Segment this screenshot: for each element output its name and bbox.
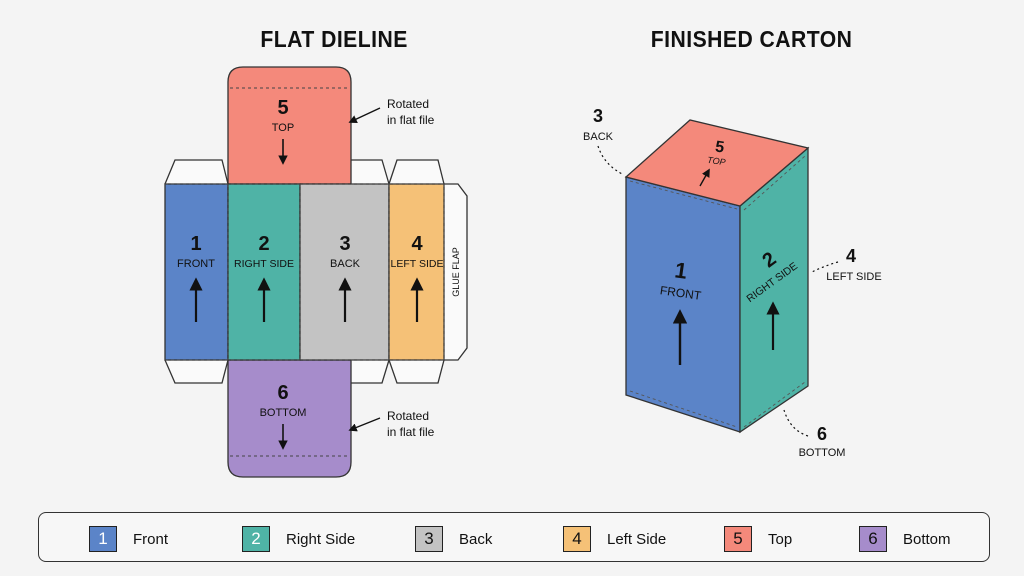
dust-flap-top-5 — [388, 159, 445, 185]
legend-swatch-1: 1 — [89, 526, 117, 552]
panel-front-label: FRONT — [177, 258, 215, 270]
callout-left-side-leader — [811, 261, 839, 273]
dust-flap-bottom-5 — [388, 359, 445, 384]
callout-back-number: 3 — [593, 106, 603, 126]
panel-front-number: 1 — [190, 233, 201, 255]
legend-item-top: 5 Top — [724, 525, 792, 553]
legend-item-right-side: 2 Right Side — [242, 525, 355, 553]
carton-top-arrow — [699, 168, 710, 187]
legend-label-back: Back — [459, 530, 493, 548]
legend: 1 Front 2 Right Side 3 Back 4 Left Side … — [38, 512, 990, 562]
glue-flap — [444, 183, 468, 361]
callout-back-leader — [597, 145, 625, 176]
panel-back-number: 3 — [339, 233, 350, 255]
callout-left-side-number: 4 — [846, 246, 856, 266]
callout-back-label: BACK — [583, 131, 614, 143]
finished-carton — [624, 119, 810, 434]
legend-swatch-5: 5 — [724, 526, 752, 552]
panel-left-side — [388, 183, 445, 361]
callout-bottom-leader — [783, 409, 809, 437]
carton-top-number: 5 — [714, 139, 725, 157]
legend-item-bottom: 6 Bottom — [859, 525, 951, 553]
carton-front-face — [625, 176, 741, 433]
legend-swatch-6: 6 — [859, 526, 887, 552]
callout-left-side-label: LEFT SIDE — [826, 271, 881, 283]
panel-right-side — [227, 183, 301, 361]
legend-item-back: 3 Back — [415, 525, 492, 553]
callout-bottom-number: 6 — [817, 424, 827, 444]
carton-top-face — [624, 119, 810, 207]
legend-item-front: 1 Front — [89, 525, 168, 553]
carton-top-label: TOP — [707, 155, 727, 167]
legend-swatch-3: 3 — [415, 526, 443, 552]
dust-flap-bottom-1 — [164, 359, 229, 384]
panel-bottom-label: BOTTOM — [260, 407, 307, 419]
legend-label-left-side: Left Side — [607, 530, 667, 548]
legend-label-bottom: Bottom — [903, 530, 951, 548]
panel-left-side-number: 4 — [411, 233, 423, 255]
panel-top-number: 5 — [277, 97, 288, 119]
rotated-note-top-line2: in flat file — [387, 113, 435, 127]
rotated-note-top-line1: Rotated — [387, 97, 429, 111]
flat-dieline-title: FLAT DIELINE — [260, 26, 408, 52]
legend-item-left-side: 4 Left Side — [563, 525, 666, 553]
legend-swatch-2: 2 — [242, 526, 270, 552]
dust-flap-top-1 — [164, 159, 229, 185]
panel-top-label: TOP — [272, 122, 294, 134]
glue-flap-label: GLUE FLAP — [451, 247, 461, 297]
callout-bottom-label: BOTTOM — [799, 447, 846, 459]
panel-left-side-label: LEFT SIDE — [391, 258, 444, 270]
panel-back-label: BACK — [330, 258, 361, 270]
panel-right-side-label: RIGHT SIDE — [234, 258, 294, 270]
rotated-note-bottom-line2: in flat file — [387, 425, 435, 439]
panel-front — [164, 183, 229, 361]
panel-right-side-number: 2 — [258, 233, 269, 255]
panel-bottom-number: 6 — [277, 382, 288, 404]
carton-front-number: 1 — [673, 257, 689, 283]
carton-front-label: FRONT — [659, 283, 703, 303]
flat-dieline — [164, 66, 468, 478]
legend-label-front: Front — [133, 530, 169, 548]
legend-label-right-side: Right Side — [286, 530, 356, 548]
finished-carton-title: FINISHED CARTON — [650, 26, 853, 52]
legend-label-top: Top — [768, 530, 793, 548]
legend-swatch-4: 4 — [563, 526, 591, 552]
rotated-note-top-pointer — [348, 107, 381, 123]
rotated-note-bottom-pointer — [348, 417, 381, 432]
rotated-note-bottom-line1: Rotated — [387, 409, 429, 423]
carton-edge-lines — [629, 155, 806, 428]
panel-back — [299, 183, 390, 361]
panel-top — [227, 66, 352, 185]
fold-lines — [165, 87, 445, 457]
panel-bottom — [227, 359, 352, 478]
